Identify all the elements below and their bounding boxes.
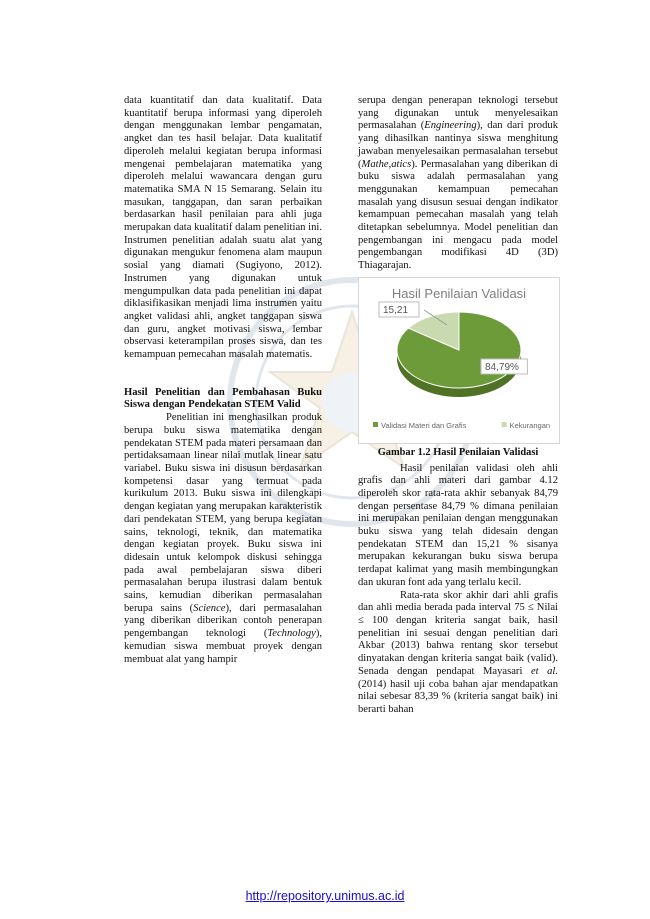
legend-label: Kekurangan — [510, 421, 550, 430]
repository-link[interactable]: http://repository.unimus.ac.id — [245, 889, 405, 903]
leader-line — [423, 309, 448, 326]
data-label-box — [378, 301, 420, 318]
right-paragraph-3: Rata-rata skor akhir dari ahli grafis da… — [358, 589, 558, 715]
chart-title: Hasil Penilaian Validasi — [392, 286, 526, 301]
figure-caption: Gambar 1.2 Hasil Penilaian Validasi — [377, 446, 539, 458]
left-paragraph-1: data kuantitatif dan data kualitatif. Da… — [124, 95, 322, 361]
data-label: 15,21 — [383, 305, 408, 316]
legend-swatch — [501, 421, 507, 427]
right-paragraph-1: serupa dengan penerapan teknologi terseb… — [358, 95, 558, 272]
pie-chart-svg: Hasil Penilaian Validasi 84,79% 15,21 Val… — [373, 286, 550, 430]
data-label: 84,79% — [485, 362, 519, 373]
pie-chart: Hasil Penilaian Validasi 84,79% 15,21 Val… — [358, 276, 560, 444]
data-label-box — [480, 358, 528, 375]
left-paragraph-2: Penelitian ini menghasilkan produk berup… — [124, 412, 322, 665]
pie-slice-kekurangan — [407, 311, 460, 351]
right-paragraph-2: Hasil penilaian validasi oleh ahli grafi… — [358, 462, 558, 588]
left-column: data kuantitatif dan data kualitatif. Da… — [124, 95, 322, 666]
legend-label: Validasi Materi dan Grafis — [381, 421, 467, 430]
right-column: serupa dengan penerapan teknologi terseb… — [358, 95, 560, 717]
section-heading: Hasil Penelitian dan Pembahasan Buku Sis… — [124, 386, 322, 411]
legend-swatch — [373, 421, 378, 427]
